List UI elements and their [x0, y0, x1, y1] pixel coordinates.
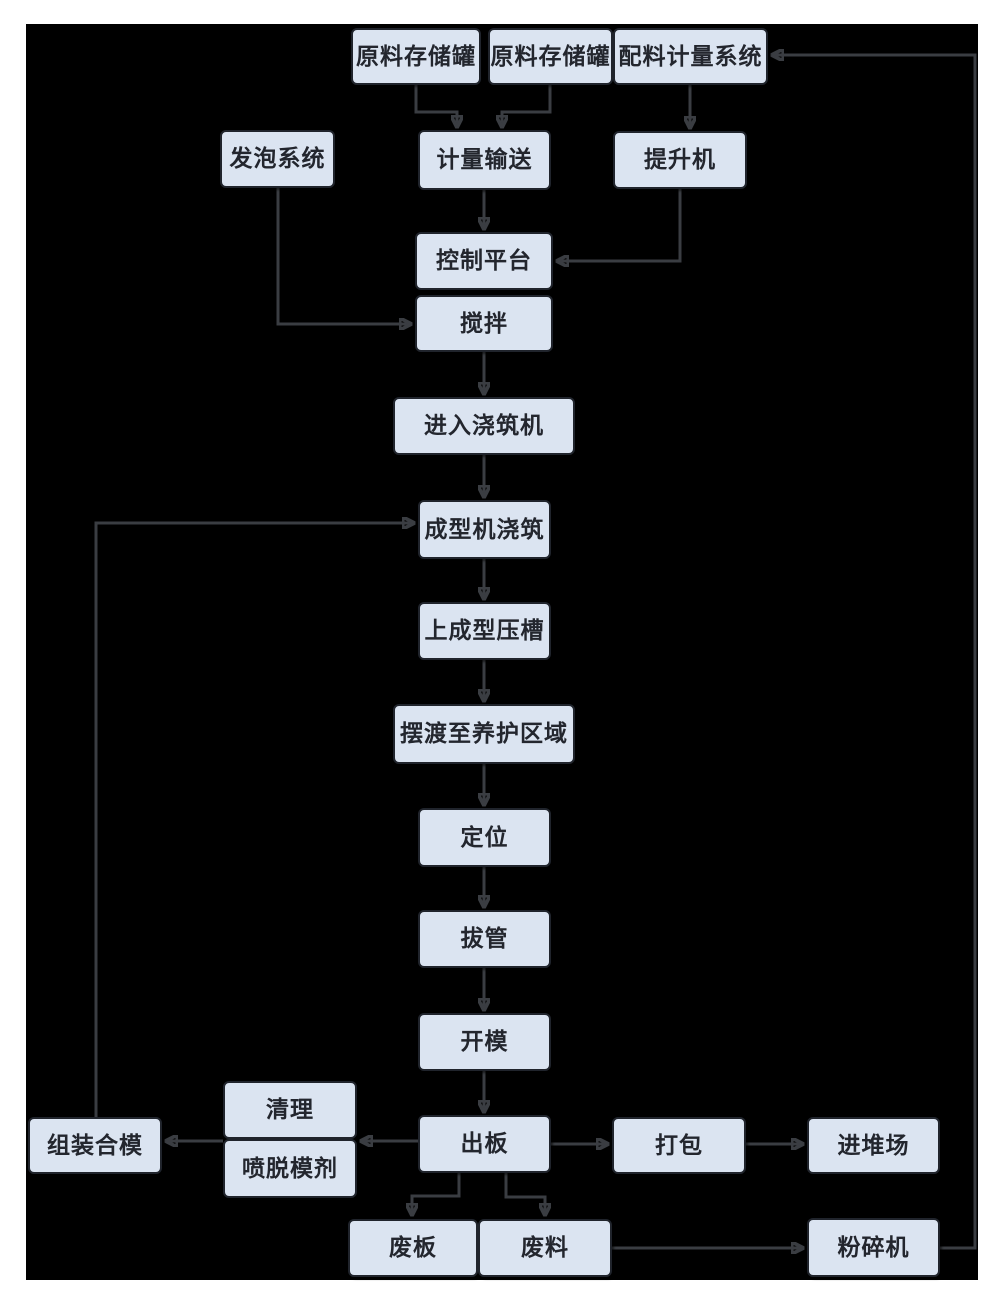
node-label: 控制平台: [436, 248, 532, 274]
node-metering-conveying: 计量输送: [418, 130, 551, 190]
node-label: 拔管: [460, 926, 509, 952]
node-label: 组装合模: [47, 1132, 143, 1158]
node-crusher: 粉碎机: [807, 1218, 940, 1277]
node-label: 原料存储罐: [356, 43, 476, 69]
node-board-out: 出板: [418, 1115, 551, 1173]
node-waste-board: 废板: [348, 1219, 478, 1277]
node-label: 废料: [521, 1235, 569, 1261]
node-label: 清理: [266, 1097, 314, 1123]
node-label: 提升机: [644, 147, 716, 173]
node-positioning: 定位: [418, 808, 551, 867]
node-label: 上成型压槽: [424, 618, 545, 644]
node-ferry-to-curing-area: 摆渡至养护区域: [393, 704, 575, 764]
node-cleaning: 清理: [223, 1081, 357, 1139]
node-label: 出板: [460, 1131, 509, 1157]
node-label: 配料计量系统: [618, 43, 763, 69]
node-assemble-close-mold: 组装合模: [28, 1117, 162, 1174]
node-enter-pouring-machine: 进入浇筑机: [393, 397, 575, 455]
node-raw-material-tank-1: 原料存储罐: [351, 28, 481, 85]
node-mold-opening: 开模: [418, 1013, 551, 1071]
node-upper-forming-groove: 上成型压槽: [418, 602, 551, 660]
node-label: 成型机浇筑: [424, 516, 545, 542]
node-label: 进堆场: [837, 1132, 910, 1158]
node-packing: 打包: [612, 1117, 746, 1174]
node-label: 摆渡至养护区域: [400, 721, 568, 747]
node-spray-release-agent: 喷脱模剂: [223, 1139, 357, 1198]
node-label: 打包: [655, 1132, 703, 1158]
node-forming-machine-pouring: 成型机浇筑: [418, 500, 551, 559]
node-label: 定位: [460, 824, 509, 850]
node-waste-material: 废料: [478, 1219, 612, 1277]
node-label: 废板: [389, 1235, 437, 1261]
node-hoist: 提升机: [613, 131, 747, 189]
node-label: 粉碎机: [837, 1234, 910, 1260]
node-label: 喷脱模剂: [242, 1155, 338, 1181]
node-into-stockyard: 进堆场: [807, 1117, 940, 1174]
node-control-platform: 控制平台: [415, 232, 553, 290]
node-foaming-system: 发泡系统: [220, 130, 335, 188]
node-label: 原料存储罐: [490, 43, 611, 69]
node-label: 搅拌: [460, 310, 508, 336]
node-label: 计量输送: [436, 147, 533, 173]
node-label: 发泡系统: [229, 146, 326, 172]
node-raw-material-tank-2: 原料存储罐: [488, 28, 613, 85]
node-label: 开模: [460, 1029, 509, 1055]
node-tube-pulling: 拔管: [418, 910, 551, 968]
node-batching-metering-system: 配料计量系统: [613, 28, 768, 85]
node-label: 进入浇筑机: [424, 413, 544, 439]
node-mixing: 搅拌: [415, 295, 553, 352]
